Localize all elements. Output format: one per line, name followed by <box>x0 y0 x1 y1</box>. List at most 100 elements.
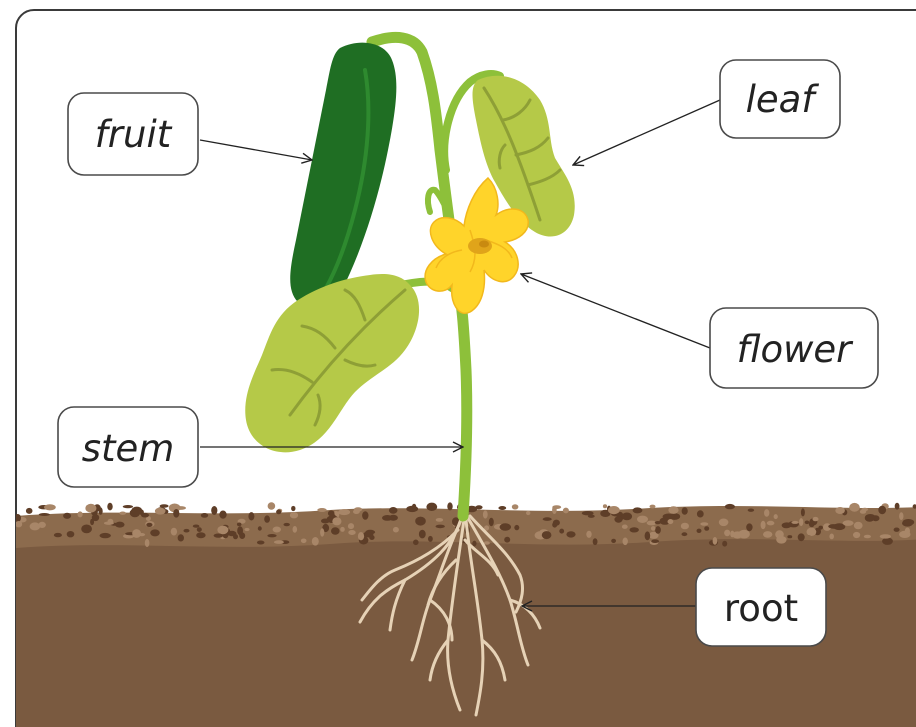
soil-crumb <box>853 532 860 538</box>
soil-crumb <box>651 526 656 531</box>
soil-crumb <box>566 531 575 537</box>
soil-crumb <box>138 533 145 536</box>
soil-crumb <box>719 519 729 527</box>
soil-crumb <box>623 538 628 546</box>
soil-crumb <box>798 533 805 541</box>
soil-crumb <box>268 502 276 509</box>
soil-crumb <box>472 541 476 547</box>
soil-crumb <box>276 510 281 515</box>
soil-crumb <box>348 523 354 529</box>
soil-crumb <box>849 503 860 512</box>
soil-crumb <box>651 539 659 543</box>
soil-crumb <box>196 532 205 538</box>
soil-crumb <box>724 530 730 537</box>
soil-crumb <box>828 524 839 529</box>
soil-crumb <box>813 517 819 521</box>
soil-crumb <box>774 514 778 519</box>
soil-crumb <box>483 510 488 518</box>
soil-crumb <box>107 503 112 511</box>
soil-crumb <box>787 535 792 538</box>
soil-crumb <box>436 525 445 529</box>
soil-crumb <box>704 526 709 531</box>
soil-crumb <box>655 521 661 524</box>
soil-crumb <box>264 515 270 522</box>
soil-crumb <box>878 506 886 514</box>
soil-crumb <box>332 517 341 525</box>
soil-crumb <box>244 528 249 531</box>
soil-crumb <box>622 525 628 529</box>
label-leaf: leaf <box>720 60 840 138</box>
soil-crumb <box>273 527 281 533</box>
soil-crumb <box>26 508 33 514</box>
soil-crumb <box>645 531 651 540</box>
soil-crumb <box>393 527 399 533</box>
soil-crumb <box>30 522 41 530</box>
soil-crumb <box>593 538 598 545</box>
soil-crumb <box>214 534 224 538</box>
soil-crumb <box>301 539 307 544</box>
soil-crumb <box>340 527 345 532</box>
soil-crumb <box>748 509 754 512</box>
soil-crumb <box>67 531 75 537</box>
soil-crumb <box>791 521 798 524</box>
soil-crumb <box>730 531 734 538</box>
soil-crumb <box>504 537 510 543</box>
soil-crumb <box>880 534 891 538</box>
soil-crumb <box>563 508 569 514</box>
soil-crumb <box>668 519 674 524</box>
soil-crumb <box>552 522 557 528</box>
soil-crumb <box>725 504 735 509</box>
soil-crumb <box>38 522 46 528</box>
soil-crumb <box>514 525 519 530</box>
soil-crumb <box>764 509 769 517</box>
soil-crumb <box>237 526 243 535</box>
soil-crumb <box>293 526 298 533</box>
label-leaf-text: leaf <box>746 78 820 121</box>
soil-crumb <box>854 522 863 530</box>
soil-crumb <box>328 510 335 516</box>
soil-crumb <box>389 515 398 521</box>
soil-crumb <box>633 507 643 513</box>
soil-crumb <box>767 521 775 526</box>
soil-crumb <box>582 511 594 515</box>
label-stem: stem <box>58 407 198 487</box>
soil-crumb <box>389 507 398 514</box>
soil-crumb <box>713 537 718 545</box>
soil-crumb <box>882 538 893 545</box>
soil-crumb <box>829 534 834 540</box>
label-flower-text: flower <box>737 328 855 371</box>
soil-crumb <box>353 509 360 514</box>
soil-crumb <box>807 528 817 536</box>
soil-crumb <box>233 534 238 539</box>
soil-crumb <box>54 533 62 537</box>
soil-crumb <box>369 535 374 540</box>
soil-crumb <box>115 522 124 528</box>
soil-crumb <box>650 505 656 509</box>
soil-crumb <box>274 540 284 544</box>
soil-crumb <box>447 502 452 510</box>
soil-crumb <box>44 504 56 510</box>
label-fruit-text: fruit <box>95 113 173 156</box>
soil-crumb <box>291 506 295 511</box>
label-flower: flower <box>710 308 878 388</box>
soil-crumb <box>682 507 688 515</box>
soil-crumb <box>321 519 330 524</box>
soil-crumb <box>81 525 92 534</box>
soil-crumb <box>436 518 443 522</box>
soil-crumb <box>899 512 903 520</box>
soil-crumb <box>184 529 190 533</box>
soil-crumb <box>290 512 298 518</box>
soil-crumb <box>801 508 805 516</box>
soil-crumb <box>722 541 727 547</box>
soil-crumb <box>761 521 766 529</box>
soil-crumb <box>526 511 530 515</box>
soil-crumb <box>358 532 364 540</box>
soil-crumb <box>899 531 910 538</box>
soil-crumb <box>146 523 152 527</box>
soil-crumb <box>85 504 96 513</box>
soil-crumb <box>668 506 678 514</box>
soil-crumb <box>614 516 622 522</box>
soil-crumb <box>489 518 494 526</box>
label-root: root <box>696 568 826 646</box>
soil-crumb <box>843 520 854 526</box>
